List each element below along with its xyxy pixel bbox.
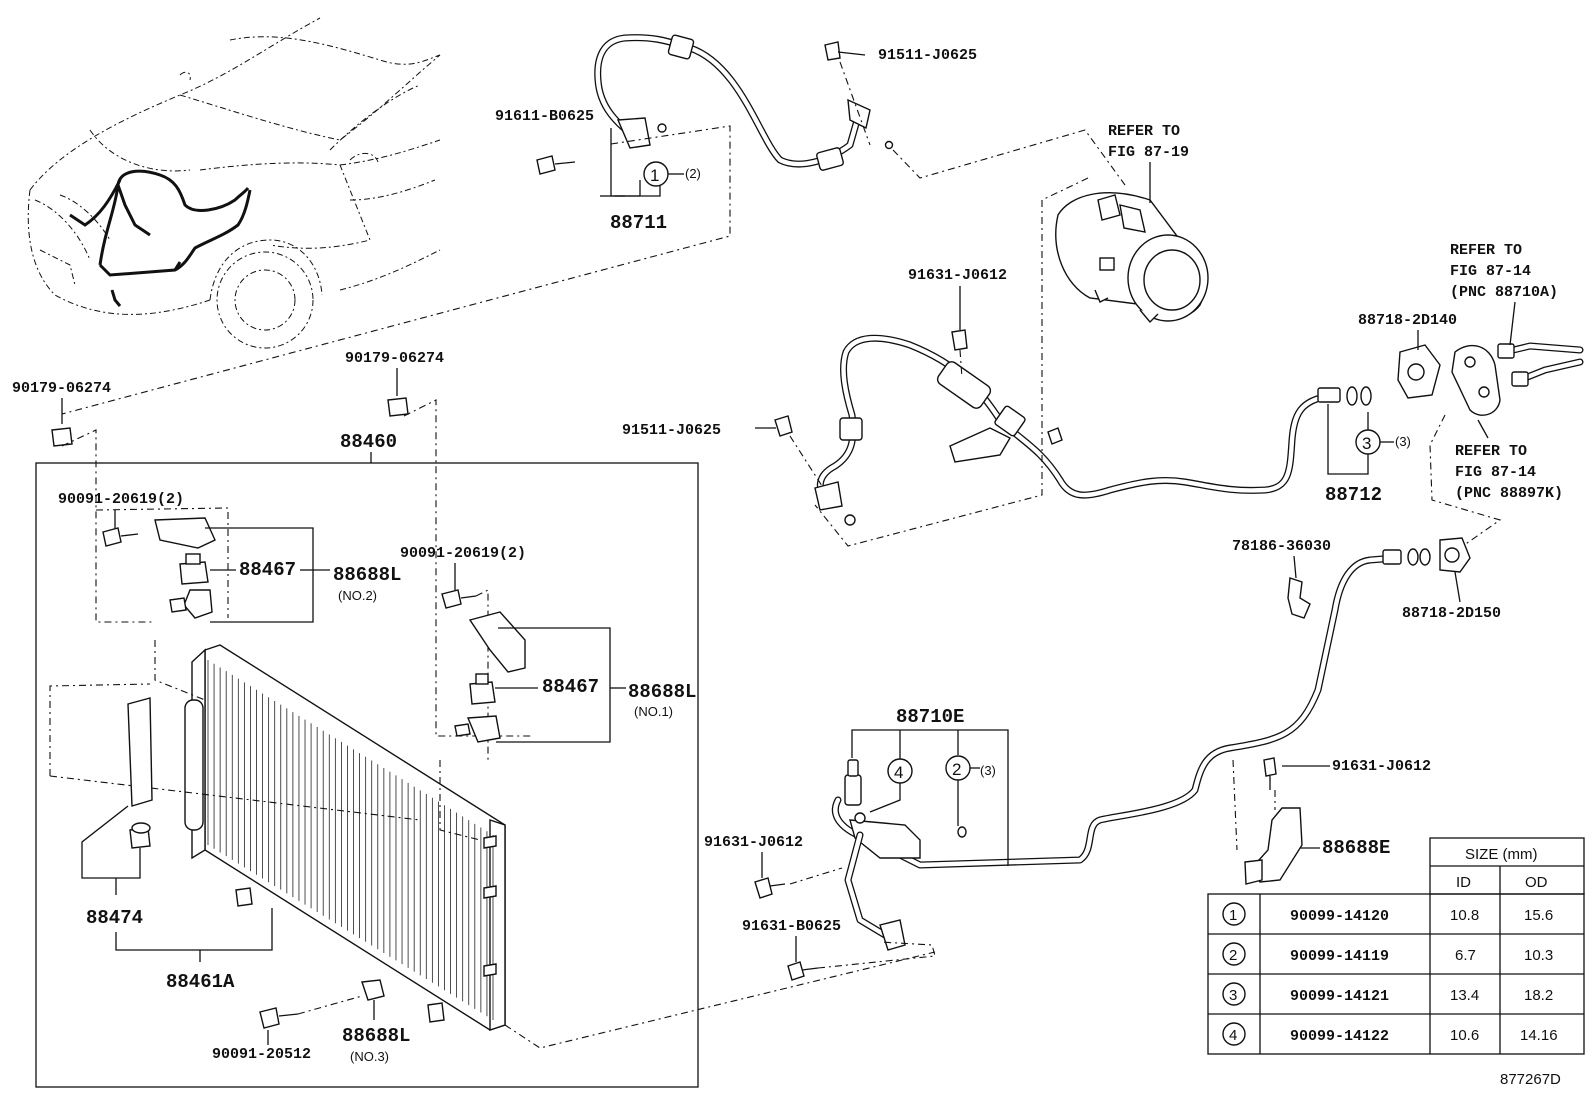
label-circle3-qty: (3) xyxy=(1395,434,1411,449)
label-91631-J0612-mid: 91631-J0612 xyxy=(908,267,1007,284)
label-refer-87-14-a-line2: FIG 87-14 xyxy=(1450,263,1531,280)
label-refer-fig-87-19-line1: REFER TO xyxy=(1108,123,1180,140)
label-78186-36030: 78186-36030 xyxy=(1232,538,1331,555)
size-row-1-od: 15.6 xyxy=(1524,907,1553,924)
label-refer-87-14-a-line1: REFER TO xyxy=(1450,242,1522,259)
label-88710E: 88710E xyxy=(896,706,964,728)
size-row-3-part: 90099-14121 xyxy=(1290,988,1389,1005)
size-row-1-id: 10.8 xyxy=(1450,907,1479,924)
size-row-3-key: 3 xyxy=(1229,987,1237,1004)
label-88688E: 88688E xyxy=(1322,837,1390,859)
condenser-assembly-box xyxy=(35,462,699,1088)
label-88711: 88711 xyxy=(610,212,667,234)
label-88467-right: 88467 xyxy=(542,676,599,698)
size-table-title: SIZE (mm) xyxy=(1465,846,1538,863)
size-row-1-part: 90099-14120 xyxy=(1290,908,1389,925)
o-ring-size-table: SIZE (mm) ID OD 1 90099-14120 10.8 15.6 … xyxy=(1207,837,1585,1055)
label-91631-J0612-right: 91631-J0612 xyxy=(1332,758,1431,775)
circle-part-1-number: 1 xyxy=(650,166,659,185)
suction-hose-88712 xyxy=(755,329,1372,526)
label-88461A: 88461A xyxy=(166,971,235,993)
label-88460: 88460 xyxy=(340,431,397,453)
expansion-valve-block xyxy=(1397,342,1584,416)
label-circle2-qty: (3) xyxy=(980,763,996,778)
label-no1: (NO.1) xyxy=(634,704,673,719)
vehicle-illustration xyxy=(27,17,441,349)
label-refer-87-14-b-line2: FIG 87-14 xyxy=(1455,464,1536,481)
compressor-illustration xyxy=(1055,192,1209,324)
label-88688L-no3: 88688L xyxy=(342,1025,410,1047)
label-91511-J0625-top: 91511-J0625 xyxy=(878,47,977,64)
label-90179-06274-left: 90179-06274 xyxy=(12,380,111,397)
label-90179-06274-right: 90179-06274 xyxy=(345,350,444,367)
label-refer-87-14-a-line3: (PNC 88710A) xyxy=(1450,284,1558,301)
label-88718-2D150: 88718-2D150 xyxy=(1402,605,1501,622)
size-row-4-part: 90099-14122 xyxy=(1290,1028,1389,1045)
label-no2: (NO.2) xyxy=(338,588,377,603)
side-seal xyxy=(127,697,153,807)
size-row-4-od: 14.16 xyxy=(1520,1027,1558,1044)
label-90091-20619-right: 90091-20619(2) xyxy=(400,545,526,562)
discharge-hose-88711 xyxy=(536,34,894,175)
size-row-4-key: 4 xyxy=(1229,1027,1237,1044)
size-row-3-id: 13.4 xyxy=(1450,987,1479,1004)
circle-part-4-number: 4 xyxy=(894,763,903,782)
size-row-2-od: 10.3 xyxy=(1524,947,1553,964)
condenser-core-88461A xyxy=(184,644,506,1031)
label-91631-J0612-left: 91631-J0612 xyxy=(704,834,803,851)
liquid-line-88710E xyxy=(831,537,1471,951)
size-table-col-id: ID xyxy=(1456,874,1471,891)
label-refer-87-14-b-line1: REFER TO xyxy=(1455,443,1527,460)
label-refer-87-14-b-line3: (PNC 88897K) xyxy=(1455,485,1563,502)
label-88688L-no1: 88688L xyxy=(628,681,696,703)
circle-part-2-number: 2 xyxy=(952,760,961,779)
label-88474: 88474 xyxy=(86,907,143,929)
size-row-1-key: 1 xyxy=(1229,907,1237,924)
label-88688L-no2: 88688L xyxy=(333,564,401,586)
size-row-2-key: 2 xyxy=(1229,947,1237,964)
label-91631-B0625: 91631-B0625 xyxy=(742,918,841,935)
circle-part-3-a-number: 3 xyxy=(1362,434,1371,453)
label-refer-fig-87-19-line2: FIG 87-19 xyxy=(1108,144,1189,161)
label-circle1-qty: (2) xyxy=(685,166,701,181)
label-88467-left: 88467 xyxy=(239,559,296,581)
size-row-2-part: 90099-14119 xyxy=(1290,948,1389,965)
size-row-4-id: 10.6 xyxy=(1450,1027,1479,1044)
label-91611-B0625: 91611-B0625 xyxy=(495,108,594,125)
label-no3: (NO.3) xyxy=(350,1049,389,1064)
diagram-id: 877267D xyxy=(1500,1071,1561,1088)
label-90091-20619-left: 90091-20619(2) xyxy=(58,491,184,508)
label-88718-2D140: 88718-2D140 xyxy=(1358,312,1457,329)
label-90091-20512: 90091-20512 xyxy=(212,1046,311,1063)
label-88712: 88712 xyxy=(1325,484,1382,506)
size-table-col-od: OD xyxy=(1525,874,1548,891)
label-91511-J0625-mid: 91511-J0625 xyxy=(622,422,721,439)
size-row-3-od: 18.2 xyxy=(1524,987,1553,1004)
size-row-2-id: 6.7 xyxy=(1455,947,1476,964)
